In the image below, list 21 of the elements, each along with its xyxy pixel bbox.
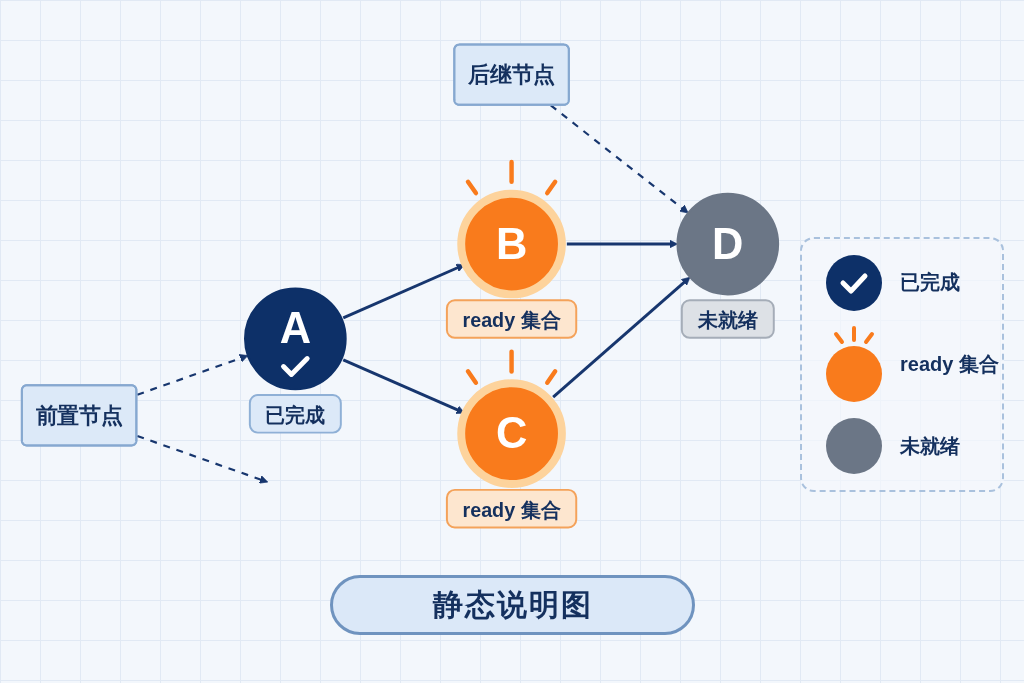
dashed-arrow [550,104,689,214]
status-tag: ready 集合 [445,299,578,339]
task-circle: C [457,379,566,488]
callout-box: 后继节点 [453,43,570,106]
legend-label: ready 集合 [900,352,999,377]
status-tag: 已完成 [248,394,342,434]
arrow [342,358,465,414]
arrow [552,276,691,399]
dashed-arrow [136,354,249,396]
status-tag: ready 集合 [445,488,578,529]
arrow [342,263,465,320]
legend-label: 已完成 [900,270,960,296]
dashed-arrow [136,434,269,484]
task-circle: B [457,189,566,299]
callout-box: 前置节点 [20,384,138,447]
task-circle: A [244,287,347,391]
arrow [566,239,678,249]
legend-label: 未就绪 [900,433,960,459]
title: 静态说明图 [330,575,695,635]
status-tag: 未就绪 [680,299,775,339]
task-circle: D [676,192,780,296]
